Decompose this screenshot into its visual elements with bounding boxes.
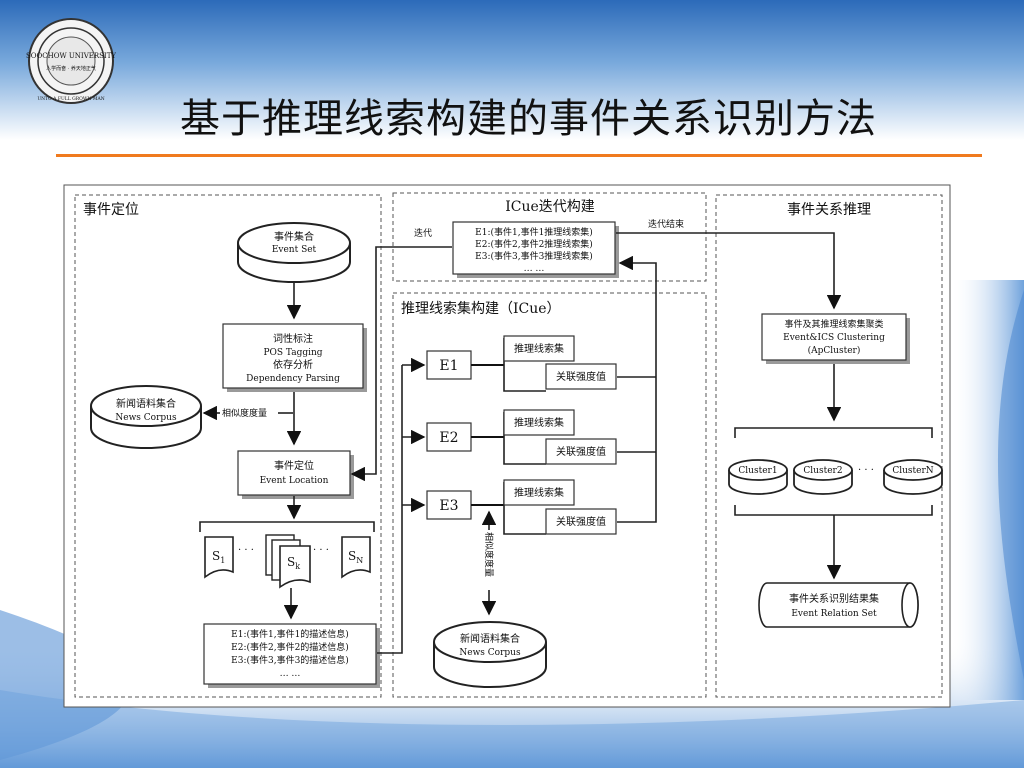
panel-event-location [74,194,382,698]
pos-line-4: Dependency Parsing [246,374,340,384]
event-node-e3-label: E3 [439,498,458,514]
panel-relation-inference-label: 事件关系推理 [787,202,871,218]
event-node-e2: E2 [426,422,472,452]
clustering-line-1: 事件及其推理线索集聚类 [784,318,883,330]
event-node-e1-label: E1 [439,358,458,374]
clustering-line-3: (ApCluster) [808,345,861,356]
doc-dots-1: · · · [238,545,254,556]
svg-text:SN: SN [348,549,363,565]
strength-3-label: 关联强度值 [556,515,606,528]
doc-sn-label: S [348,549,356,563]
panel-icue-construction-label: 推理线索集构建（ICue） [401,300,561,317]
cluster-2-label: Cluster2 [803,466,842,476]
doc-s1-label: S [212,549,220,563]
event-node-e1: E1 [426,350,472,380]
iter-label: 迭代 [414,227,432,239]
cue-set-2-label: 推理线索集 [514,416,564,429]
event-location-zh: 事件定位 [274,459,314,472]
panel-relation-inference [715,194,943,698]
cluster-2-disk: Cluster2 [793,459,853,495]
clustering-box: 事件及其推理线索集聚类 Event&ICS Clustering (ApClus… [761,313,910,364]
cue-set-2: 推理线索集 关联强度值 [503,409,617,465]
slide-title: 基于推理线索构建的事件关系识别方法 [180,96,877,142]
doc-sk-label: S [287,555,295,569]
cue-set-1: 推理线索集 关联强度值 [503,335,617,392]
event-desc-4: … … [280,669,301,679]
event-description-box: E1:(事件1,事件1的描述信息) E2:(事件2,事件2的描述信息) E3:(… [203,623,380,688]
strength-2-label: 关联强度值 [556,445,606,458]
logo-bottom-text: UNTO A FULL GROWN MAN [37,96,104,102]
strength-1-label: 关联强度值 [556,370,606,383]
event-set-zh: 事件集合 [274,230,314,243]
event-location-box: 事件定位 Event Location [237,450,354,499]
cue-set-3-label: 推理线索集 [514,486,564,499]
event-relation-set: 事件关系识别结果集 Event Relation Set [758,582,919,628]
document-s1: S1 [204,536,234,579]
event-node-e2-label: E2 [439,430,458,446]
similarity-label-center: 相似度度量 [483,532,495,577]
news-corpus-center-en: News Corpus [459,648,521,658]
icue-list-box: E1:(事件1,事件1推理线索集) E2:(事件2,事件2推理线索集) E3:(… [452,221,619,278]
cluster-n-disk: ClusterN [883,459,943,495]
news-corpus-left-en: News Corpus [115,413,177,423]
pos-line-1: 词性标注 [273,332,313,345]
cue-set-3: 推理线索集 关联强度值 [503,479,617,535]
iter-end-label: 迭代结束 [648,218,684,230]
cue-set-1-label: 推理线索集 [514,342,564,355]
icue-list-1: E1:(事件1,事件1推理线索集) [475,226,593,238]
pos-line-2: POS Tagging [263,348,322,358]
news-corpus-left-zh: 新闻语料集合 [116,397,176,410]
news-corpus-center-zh: 新闻语料集合 [460,632,520,645]
relation-set-en: Event Relation Set [791,609,877,619]
icue-list-2: E2:(事件2,事件2推理线索集) [475,238,593,250]
title-underline [56,154,982,157]
pos-line-3: 依存分析 [273,358,313,371]
panel-icue-construction [392,292,707,698]
event-location-en: Event Location [260,476,329,486]
doc-dots-2: · · · [313,545,329,556]
logo-center-text: SOOCHOW UNIVERSITY [26,52,116,60]
university-seal-icon: SOOCHOW UNIVERSITY 人学而奋 · 养天地正气 UNTO A F… [26,18,116,104]
pos-tagging-box: 词性标注 POS Tagging 依存分析 Dependency Parsing [222,323,367,392]
svg-text:Sk: Sk [287,555,300,571]
clustering-line-2: Event&ICS Clustering [783,333,885,343]
panel-icue-iteration-label: ICue迭代构建 [505,199,595,215]
event-desc-2: E2:(事件2,事件2的描述信息) [231,641,349,653]
svg-text:S1: S1 [212,549,225,565]
cluster-1-label: Cluster1 [738,466,777,476]
panel-event-location-label: 事件定位 [83,202,139,218]
similarity-label-left: 相似度度量 [222,407,267,419]
doc-sk-sub: k [295,562,300,571]
relation-set-zh: 事件关系识别结果集 [789,592,879,605]
panel-icue-iteration [392,192,707,282]
cluster-dots: · · · [858,465,874,476]
event-desc-1: E1:(事件1,事件1的描述信息) [231,628,349,640]
event-desc-3: E3:(事件3,事件3的描述信息) [231,654,349,666]
document-sn: SN [341,536,371,579]
icue-list-4: … … [524,264,545,274]
event-node-e3: E3 [426,490,472,520]
news-corpus-disk-left: 新闻语料集合 News Corpus [90,385,202,449]
event-set-en: Event Set [272,245,317,255]
document-sk: Sk [265,534,311,589]
doc-sn-sub: N [356,556,363,565]
icue-list-3: E3:(事件3,事件3推理线索集) [475,250,593,262]
logo-top-text: 人学而奋 · 养天地正气 [46,65,96,72]
cluster-n-label: ClusterN [892,466,933,476]
event-set-disk: 事件集合 Event Set [237,222,351,283]
news-corpus-disk-center: 新闻语料集合 News Corpus [433,621,547,688]
doc-s1-sub: 1 [220,556,225,565]
cluster-1-disk: Cluster1 [728,459,788,495]
